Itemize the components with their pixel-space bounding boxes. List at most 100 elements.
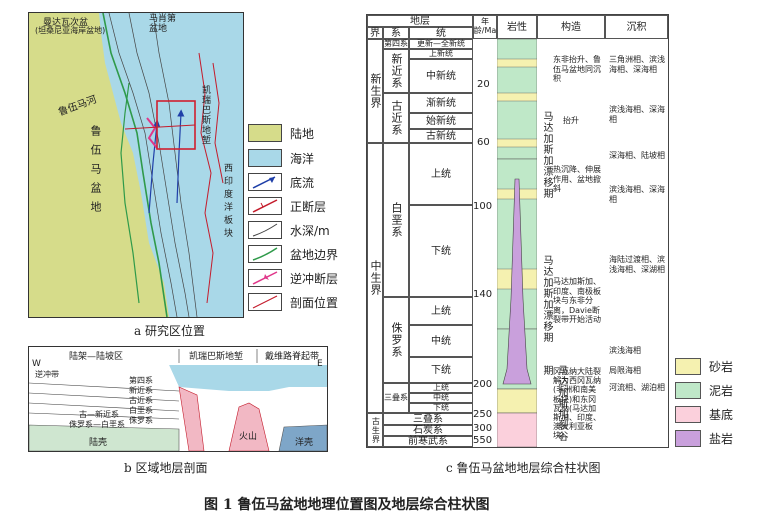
structure-note-6: 马达加斯加、印度、南极板块与东非分离，Davie断裂带开始活动 xyxy=(553,277,601,325)
series-tri-middle: 中统 xyxy=(409,393,473,403)
lith-legend-basement: 基底 xyxy=(675,406,733,423)
section-jur-cret: 侏罗系—白垩系 xyxy=(69,420,125,429)
series-paleocene: 古新统 xyxy=(409,129,473,143)
caption-a: a 研究区位置 xyxy=(134,324,205,338)
header-stratum: 地层 xyxy=(367,15,473,27)
map-label-basin: 鲁伍马盆地 xyxy=(89,125,102,220)
deposition-note-6: 滨浅海相 xyxy=(609,346,641,355)
figure-caption: 图 1 鲁伍马盆地地理位置图及地层综合柱状图 xyxy=(204,497,490,513)
section-continental-crust: 陆壳 xyxy=(89,438,108,448)
series-lower-jur: 下统 xyxy=(409,357,473,383)
row-precambrian: 前寒武系 xyxy=(383,436,473,447)
structure-note-7: 冈瓦纳大陆裂解为西冈瓦纳(非洲和南美板块)和东冈瓦纳(马达加斯加、印度、澳大利亚… xyxy=(553,367,601,441)
thrust-fault-icon xyxy=(248,269,282,287)
legend-bottom-current: 底流 xyxy=(248,173,314,191)
header-structure: 构造 xyxy=(537,15,605,39)
deposition-note-3: 深海相、陆坡相 xyxy=(609,151,665,160)
map-label-mashodi: 马肖第盆地 xyxy=(149,14,177,34)
map-label-mandawa: 曼达瓦次盆 xyxy=(43,18,89,28)
header-lithology: 岩性 xyxy=(497,15,537,39)
basin-boundary-icon xyxy=(248,245,282,263)
section-neogene: 新近系 xyxy=(129,386,153,395)
structure-note-4: 热沉降、伸展作用、盆地掀斜 xyxy=(553,165,601,194)
row-carboniferous: 石炭系 xyxy=(383,425,473,436)
deposition-note-2: 滨浅海相、深海相 xyxy=(609,105,665,124)
land-swatch xyxy=(248,124,282,142)
legend-profile: 剖面位置 xyxy=(248,293,338,311)
mudstone-swatch xyxy=(675,382,701,399)
profile-line-icon xyxy=(248,293,282,311)
structure-note-5: 马达加斯加漂移期 xyxy=(541,255,552,343)
series-pleistocene: 更新—全新统 xyxy=(409,39,473,49)
normal-fault-icon xyxy=(248,197,282,215)
deposition-note-4: 滨浅海相、深海相 xyxy=(609,185,665,204)
legend-thrust-fault: 逆冲断层 xyxy=(248,269,338,287)
salt-swatch xyxy=(675,430,701,447)
map-label-plate: 西印度洋板块 xyxy=(222,163,232,241)
age-200: 200 xyxy=(473,379,493,390)
section-quaternary: 第四系 xyxy=(129,376,153,385)
system-quaternary: 第四系 xyxy=(383,38,409,49)
section-jurassic: 侏罗系 xyxy=(129,416,153,425)
system-paleogene: 古近系 xyxy=(383,93,409,143)
age-250: 250 xyxy=(473,409,493,420)
section-drawing xyxy=(29,349,327,451)
lith-legend-sandstone: 砂岩 xyxy=(675,358,733,375)
age-140: 140 xyxy=(473,289,493,300)
map-label-kerimba: 凯瑞巴斯地堑 xyxy=(200,85,210,145)
header-jie: 界 xyxy=(367,27,383,39)
series-upper-jur: 上统 xyxy=(409,297,473,325)
section-paleo-neo: 古—新近系 xyxy=(79,410,119,419)
section-zone-graben: 凯瑞巴斯地堑 xyxy=(189,352,244,362)
depth-contour-icon xyxy=(248,221,282,239)
age-300: 300 xyxy=(473,423,493,434)
section-e: E xyxy=(317,359,323,369)
deposition-note-5: 海陆过渡相、滨浅海相、深湖相 xyxy=(609,255,665,274)
structure-note-8: 马达加斯加裂谷期 xyxy=(541,365,567,442)
section-volcano: 火山 xyxy=(239,432,258,442)
ocean-swatch xyxy=(248,149,282,167)
legend-land: 陆地 xyxy=(248,124,314,142)
section-zone-shelf: 陆架—陆坡区 xyxy=(69,352,124,362)
series-tri-upper: 上统 xyxy=(409,383,473,393)
legend-normal-fault: 正断层 xyxy=(248,197,326,215)
legend-depth: 水深/m xyxy=(248,221,330,239)
system-neogene: 新近系 xyxy=(383,49,409,93)
era-paleozoic: 古生界 xyxy=(367,413,383,447)
header-age: 年龄/Ma xyxy=(473,15,497,39)
section-zone-ridge: 戴维路脊起带 xyxy=(265,352,320,362)
basement-swatch xyxy=(675,406,701,423)
section-cretaceous: 白垩系 xyxy=(129,406,153,415)
age-100: 100 xyxy=(473,201,493,212)
age-60: 60 xyxy=(477,137,490,148)
series-lower-cret: 下统 xyxy=(409,205,473,297)
lith-legend-salt: 盐岩 xyxy=(675,430,733,447)
map-label-mandawa-sub: (坦桑尼亚海岸盆地) xyxy=(35,26,106,35)
legend-ocean: 海洋 xyxy=(248,149,314,167)
sandstone-swatch xyxy=(675,358,701,375)
legend-basin-boundary: 盆地边界 xyxy=(248,245,338,263)
bottom-current-arrow-icon xyxy=(248,173,282,191)
section-paleogene: 古近系 xyxy=(129,396,153,405)
structure-note-3: 马达加斯加漂移期 xyxy=(541,111,552,199)
map-drawing xyxy=(99,13,243,317)
caption-c: c 鲁伍马盆地地层综合柱状图 xyxy=(446,461,601,475)
caption-b: b 区域地层剖面 xyxy=(124,461,208,475)
regional-section: 陆架—陆坡区 凯瑞巴斯地堑 戴维路脊起带 W E 逆冲带 第四系 新近系 古近系… xyxy=(28,346,328,452)
deposition-note-8: 河流相、湖泊相 xyxy=(609,383,665,392)
section-oceanic-crust: 洋壳 xyxy=(295,438,314,448)
system-jurassic: 侏罗系 xyxy=(383,297,409,383)
section-w: W xyxy=(32,359,41,369)
header-deposition: 沉积 xyxy=(605,15,668,39)
era-mesozoic: 中生界 xyxy=(367,143,383,413)
series-miocene: 中新统 xyxy=(409,59,473,93)
header-xi: 系 xyxy=(383,27,409,39)
series-pliocene: 上新统 xyxy=(409,49,473,59)
age-20: 20 xyxy=(477,79,490,90)
deposition-note-7: 局限海相 xyxy=(609,366,641,375)
section-thrust-belt: 逆冲带 xyxy=(35,370,59,379)
structure-note-1: 东非抬升、鲁伍马盆地同沉积 xyxy=(553,55,601,84)
age-550: 550 xyxy=(473,435,493,446)
lithology-column xyxy=(497,39,537,447)
lith-legend-mudstone: 泥岩 xyxy=(675,382,733,399)
